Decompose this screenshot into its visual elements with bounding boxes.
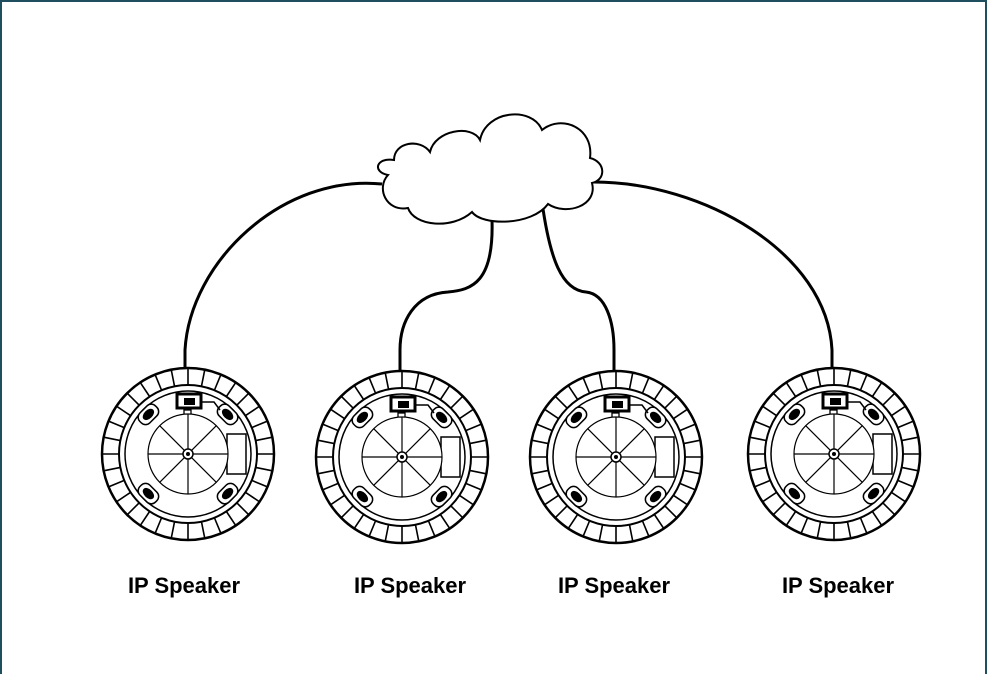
ip-speaker-device — [314, 369, 490, 545]
ip-speaker-device — [100, 366, 276, 542]
cable-speaker-1 — [183, 181, 383, 388]
speaker-label-3: IP Speaker — [558, 573, 671, 598]
speaker-label-2: IP Speaker — [354, 573, 467, 598]
cable-speaker-2 — [398, 219, 494, 388]
cable-speaker-3 — [540, 201, 616, 388]
ip-speaker-device — [746, 366, 922, 542]
speaker-label-1: IP Speaker — [128, 573, 241, 598]
speaker-label-4: IP Speaker — [782, 573, 895, 598]
network-cables — [183, 180, 834, 388]
cloud-icon — [377, 113, 604, 225]
cable-speaker-4 — [593, 180, 834, 388]
ip-speaker-device — [528, 369, 704, 545]
